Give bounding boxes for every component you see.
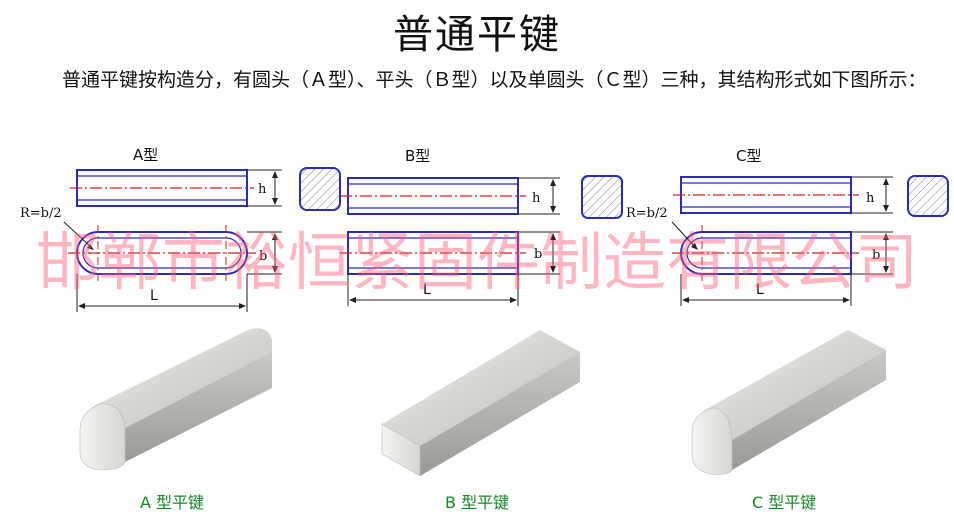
- type-a-b-label: b: [259, 249, 267, 264]
- type-c-b-label: b: [872, 248, 880, 263]
- type-a-render: [79, 328, 272, 471]
- type-c-drawing: C型 h R=b/2 b L: [626, 147, 949, 306]
- type-c-label: C型: [736, 147, 761, 165]
- type-c-h-label: h: [866, 191, 875, 206]
- type-a-label: A型: [133, 146, 158, 164]
- type-b-label: B型: [405, 147, 430, 165]
- type-c-caption: C 型平键: [752, 493, 817, 512]
- type-b-render: [381, 330, 580, 477]
- type-a-drawing: A型 h R=b/2 b L: [20, 146, 341, 312]
- intro-text: 普通平键按构造分，有圆头（Ａ型）、平头（Ｂ型）以及单圆头（Ｃ型）三种，其结构形式…: [62, 69, 927, 91]
- type-c-radius-label: R=b/2: [626, 206, 668, 221]
- type-a-cross-section: [299, 167, 341, 211]
- type-b-l-label: L: [423, 282, 431, 298]
- type-b-h-label: h: [532, 191, 541, 206]
- type-b-cross-section: [581, 175, 623, 219]
- type-b-caption: B 型平键: [445, 493, 510, 512]
- type-a-l-label: L: [150, 288, 158, 304]
- type-b-drawing: B型 h b L: [340, 147, 623, 306]
- type-a-radius-label: R=b/2: [20, 206, 62, 221]
- type-c-l-label: L: [756, 282, 764, 298]
- type-a-caption: A 型平键: [140, 493, 205, 512]
- type-c-cross-section: [907, 175, 949, 217]
- type-c-render: [691, 330, 886, 475]
- type-b-b-label: b: [534, 247, 542, 262]
- page-title: 普通平键: [393, 12, 561, 58]
- type-a-h-label: h: [258, 182, 267, 197]
